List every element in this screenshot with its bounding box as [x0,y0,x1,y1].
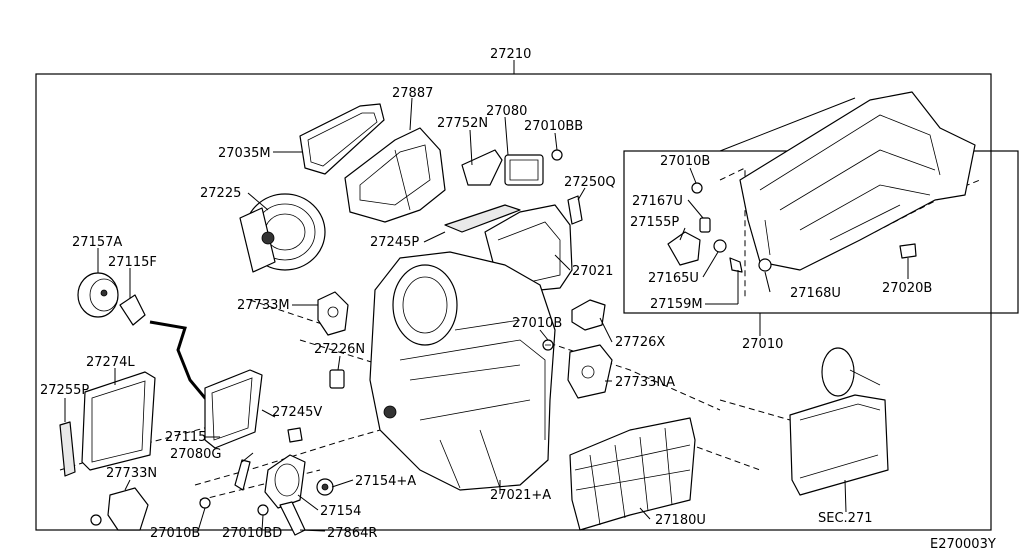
callout-27157a: 27157A [72,235,122,250]
callout-27080g: 27080G [170,447,221,462]
callout-27167u: 27167U [632,194,683,209]
callout-27020b: 27020B [882,281,932,296]
callout-27180u: 27180U [655,513,706,528]
callout-sec271: SEC.271 [818,511,873,526]
filter-frame-part [299,103,385,175]
motor-end-cap-part [77,272,119,318]
callout-27245p: 27245P [370,235,419,250]
callout-27887: 27887 [392,86,433,101]
mode-actuator-part [317,291,349,336]
callout-27115: 27115 [165,430,206,445]
callout-27733m: 27733M [237,298,290,313]
callout-27726x: 27726X [615,335,665,350]
callout-27255p: 27255P [40,383,89,398]
intake-duct-part [344,127,446,223]
callout-27226n: 27226N [314,342,365,357]
callout-27159m: 27159M [650,297,703,312]
screws-low-part [199,497,269,516]
filter-grid-part [569,417,696,531]
clip-v-part [287,427,303,443]
callout-27155p: 27155P [630,215,679,230]
subassembly-parts [667,182,917,273]
callout-27154: 27154 [320,504,361,519]
resistor-strip-part [444,204,521,233]
evaporator-core-part [204,369,263,449]
screw-part [542,339,554,351]
callout-27752n: 27752N [437,116,488,131]
diagram-id: E270003Y [930,537,996,552]
leader-lines [64,97,909,532]
link-part [234,459,251,491]
expansion-valve-part [119,294,146,326]
callout-27010b-box: 27010B [660,154,710,169]
callout-labels: 27210 27887 27080 27752N 27010BB 27035M … [40,47,996,552]
callout-27274l: 27274L [86,355,135,370]
callout-27080: 27080 [486,104,527,119]
seal-strip-part [59,421,76,477]
callout-27035m: 27035M [218,146,271,161]
intake-actuator-part [461,149,563,186]
callout-27154a: 27154+A [355,474,416,489]
callout-27010bd: 27010BD [222,526,282,541]
callout-27010b-mid: 27010B [512,316,562,331]
heater-unit-part [369,251,556,491]
sensor-part [329,369,345,389]
callout-27733n: 27733N [106,466,157,481]
duct-housing-part [739,91,976,271]
callout-27010b-low: 27010B [150,526,200,541]
foot-actuator-part [90,487,149,531]
callout-27021a: 27021+A [490,488,551,503]
callout-27021: 27021 [572,264,613,279]
callout-27864r: 27864R [327,526,377,541]
callout-27225: 27225 [200,186,241,201]
callout-27010bb: 27010BB [524,119,583,134]
clip-part [567,195,583,225]
fan-motor-part [264,454,306,509]
callout-27245v: 27245V [272,405,322,420]
callout-27168u: 27168U [790,286,841,301]
callout-27250q: 27250Q [564,175,616,190]
callout-27165u: 27165U [648,271,699,286]
callout-27733na: 27733NA [615,375,675,390]
gear-part [316,478,334,496]
callout-27115f: 27115F [108,255,157,270]
blower-motor-part [239,193,326,273]
callout-27010: 27010 [742,337,783,352]
assembly-frame [35,60,992,531]
evaporator-unit-part [789,347,889,496]
heater-core-part [81,371,156,471]
air-mix-actuator-part [567,344,613,399]
callout-27210: 27210 [490,47,531,62]
aspirator-part [571,299,606,331]
